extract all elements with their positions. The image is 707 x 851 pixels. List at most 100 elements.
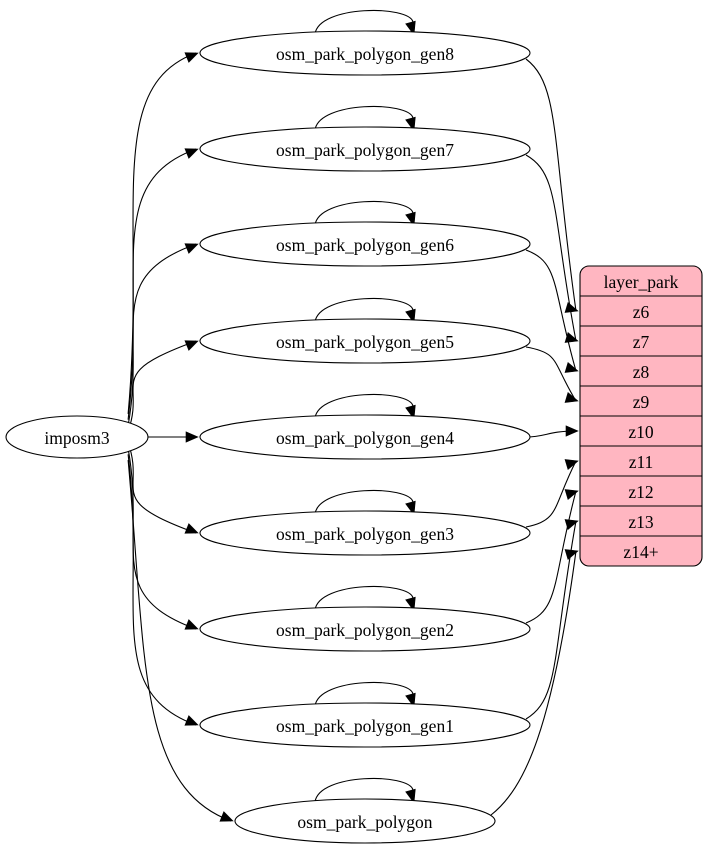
edge-path (525, 520, 577, 720)
node-shape (199, 126, 531, 172)
edge-arrowhead (564, 549, 579, 560)
node-shape (199, 221, 531, 267)
edge-arrowhead (564, 392, 579, 403)
node-osm_park_polygon[interactable]: osm_park_polygon (234, 798, 496, 844)
edge-imposm3-to-osm_park_polygon_gen8 (127, 52, 199, 415)
node-osm_park_polygon_gen2[interactable]: osm_park_polygon_gen2 (199, 606, 531, 652)
self-loop-path (314, 777, 414, 803)
edge-imposm3-to-osm_park_polygon_gen3 (127, 442, 199, 534)
self-loop-osm_park_polygon (314, 777, 416, 804)
table-row-label: z14+ (623, 542, 658, 562)
edge-arrowhead (184, 243, 199, 254)
node-shape (199, 702, 531, 748)
edge-imposm3-to-osm_park_polygon_gen6 (127, 243, 199, 426)
edge-arrowhead (565, 425, 579, 437)
edge-arrowhead (564, 489, 579, 500)
edge-imposm3-to-osm_park_polygon_gen5 (127, 340, 199, 432)
edge-arrowhead (184, 715, 199, 726)
table-row-label: z7 (633, 332, 650, 352)
edge-arrowhead (564, 519, 579, 530)
edge-path (525, 460, 577, 528)
self-loop-path (314, 585, 414, 611)
edge-arrowhead (564, 302, 579, 313)
self-loop-path (314, 105, 414, 131)
node-shape (199, 414, 531, 460)
edge-path (525, 154, 577, 342)
table-layer-park[interactable]: layer_park z6 z7 z8 z9 z10 z11 z12 z13 z14+ (579, 265, 703, 567)
node-osm_park_polygon_gen4[interactable]: osm_park_polygon_gen4 (199, 414, 531, 460)
node-label: osm_park_polygon_gen3 (276, 524, 454, 544)
edge-arrowhead (219, 811, 234, 822)
self-loop-path (314, 297, 414, 323)
node-shape (199, 318, 531, 364)
node-osm_park_polygon_gen7[interactable]: osm_park_polygon_gen7 (199, 126, 531, 172)
edge-arrowhead (564, 459, 579, 470)
table-row-label: z6 (633, 302, 650, 322)
table-row-label: z10 (628, 422, 654, 442)
node-shape (199, 606, 531, 652)
self-loop-path (314, 393, 414, 419)
self-loop-path (314, 681, 414, 707)
self-loop-path (314, 9, 414, 35)
edge-arrowhead (184, 523, 199, 534)
node-osm_park_polygon_gen6[interactable]: osm_park_polygon_gen6 (199, 221, 531, 267)
node-imposm3[interactable]: imposm3 (5, 415, 149, 459)
edge-path (490, 550, 577, 816)
edge-imposm3-to-osm_park_polygon (127, 459, 234, 822)
self-loop-path (314, 200, 414, 226)
edge-arrowhead (564, 362, 579, 373)
edge-path (127, 459, 232, 822)
node-label: osm_park_polygon_gen8 (276, 44, 454, 64)
self-loop-arrowhead (405, 788, 416, 804)
table-row-label: z13 (628, 512, 654, 532)
node-osm_park_polygon_gen1[interactable]: osm_park_polygon_gen1 (199, 702, 531, 748)
edge-arrowhead (184, 619, 199, 630)
edge-imposm3-to-osm_park_polygon_gen2 (127, 448, 199, 630)
edge-osm_park_polygon-to-row-8 (490, 549, 579, 816)
edge-osm_park_polygon_gen8-to-row-0 (525, 58, 579, 313)
node-label: osm_park_polygon_gen6 (276, 235, 454, 255)
table-row-label: z11 (629, 452, 654, 472)
edge-path (525, 249, 577, 372)
edge-osm_park_polygon_gen4-to-row-4 (525, 425, 579, 438)
edge-path (127, 448, 197, 630)
node-label: osm_park_polygon (297, 812, 432, 832)
node-label: imposm3 (44, 428, 109, 448)
edge-imposm3-to-osm_park_polygon_gen4 (148, 431, 199, 443)
edge-osm_park_polygon_gen3-to-row-5 (525, 459, 579, 528)
edge-arrowhead (184, 148, 199, 159)
edge-path (127, 340, 197, 432)
node-label: osm_park_polygon_gen2 (276, 620, 454, 640)
edge-osm_park_polygon_gen5-to-row-3 (525, 346, 579, 403)
node-label: osm_park_polygon_gen4 (276, 428, 454, 448)
table-row-label: z12 (628, 482, 653, 502)
node-shape (5, 415, 149, 459)
edge-osm_park_polygon_gen1-to-row-7 (525, 519, 579, 720)
node-label: osm_park_polygon_gen5 (276, 332, 454, 352)
edge-arrowhead (185, 431, 199, 443)
edge-path (127, 52, 197, 415)
node-osm_park_polygon_gen3[interactable]: osm_park_polygon_gen3 (199, 510, 531, 556)
table-row-label: z8 (633, 362, 650, 382)
edge-arrowhead (184, 340, 199, 351)
edge-imposm3-to-osm_park_polygon_gen7 (127, 148, 199, 420)
edge-path (525, 58, 577, 312)
edge-arrowhead (184, 52, 199, 63)
node-osm_park_polygon_gen8[interactable]: osm_park_polygon_gen8 (199, 30, 531, 76)
table-header-label: layer_park (604, 272, 679, 292)
node-shape (199, 510, 531, 556)
table-row-label: z9 (633, 392, 650, 412)
node-label: osm_park_polygon_gen7 (276, 140, 454, 160)
node-shape (199, 30, 531, 76)
edge-path (127, 148, 197, 420)
node-label: osm_park_polygon_gen1 (276, 716, 454, 736)
edge-osm_park_polygon_gen6-to-row-2 (525, 249, 579, 373)
node-osm_park_polygon_gen5[interactable]: osm_park_polygon_gen5 (199, 318, 531, 364)
node-shape (234, 798, 496, 844)
edge-path (525, 346, 577, 402)
edge-osm_park_polygon_gen7-to-row-1 (525, 154, 579, 343)
self-loop-path (314, 489, 414, 515)
edge-path (127, 442, 197, 534)
